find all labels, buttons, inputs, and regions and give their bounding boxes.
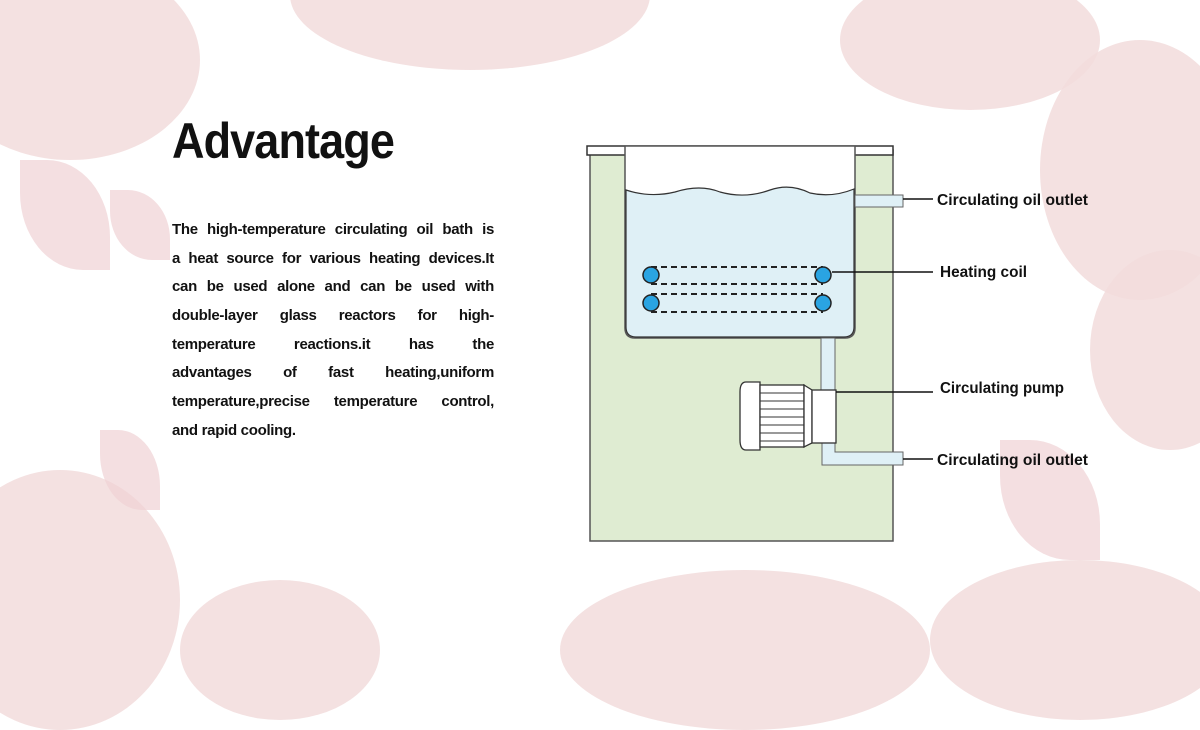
coil-node bbox=[814, 294, 832, 312]
label-heating-coil: Heating coil bbox=[940, 264, 1027, 281]
paragraph-line: The high-temperature circulating oil bat… bbox=[172, 221, 494, 238]
paragraph-line: advantages of fast heating,uniform bbox=[172, 364, 494, 382]
heating-coil bbox=[651, 266, 823, 313]
paragraph-line: temperature reactions.it has the bbox=[172, 335, 494, 353]
paragraph-line: a heat source for various heating device… bbox=[172, 249, 494, 267]
leader-lines bbox=[832, 198, 933, 460]
slide-title: Advantage bbox=[172, 113, 395, 169]
paragraph-line: double-layer glass reactors for high- bbox=[172, 307, 494, 325]
label-circulating-pump: Circulating pump bbox=[940, 380, 1064, 397]
paragraph-line: can be used alone and can be used with bbox=[172, 278, 494, 296]
coil-node bbox=[642, 266, 660, 284]
description-paragraph: The high-temperature circulating oil bat… bbox=[172, 216, 494, 446]
label-oil-outlet-bottom: Circulating oil outlet bbox=[937, 452, 1089, 469]
oil-surface bbox=[625, 186, 855, 338]
coil-node bbox=[814, 266, 832, 284]
coil-node bbox=[642, 294, 660, 312]
circulating-pump bbox=[739, 381, 837, 451]
label-oil-outlet-top: Circulating oil outlet bbox=[937, 192, 1089, 209]
paragraph-line: and rapid cooling. bbox=[172, 421, 296, 439]
vertical-pipe bbox=[820, 337, 836, 393]
paragraph-line: temperature,precise temperature control, bbox=[172, 393, 494, 411]
oil-bath-diagram: Circulating oil outlet Heating coil Circ… bbox=[586, 145, 1089, 542]
outlet-pipe-top bbox=[854, 194, 904, 208]
